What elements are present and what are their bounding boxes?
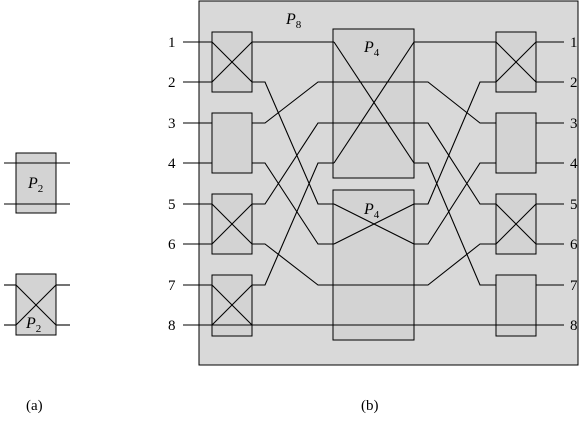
p4-upper-internals bbox=[333, 41, 415, 164]
left-port-numbers: 1 2 3 4 5 6 7 8 bbox=[168, 35, 176, 334]
p4-lower-internals bbox=[333, 203, 496, 326]
caption-a: (a) bbox=[26, 398, 43, 414]
left-number-5: 5 bbox=[168, 197, 176, 213]
left-number-4: 4 bbox=[168, 156, 176, 172]
input-wires bbox=[183, 41, 334, 326]
p2-cross-diagonal-up bbox=[15, 284, 57, 326]
right-switch-crossings bbox=[495, 41, 537, 245]
left-number-6: 6 bbox=[168, 237, 176, 253]
p2-identity-label: P2 bbox=[27, 175, 43, 195]
right-number-7: 7 bbox=[570, 278, 578, 294]
panel-a: P2 P2 (a) bbox=[4, 152, 70, 414]
left-number-1: 1 bbox=[168, 35, 176, 51]
p2-cross-label: P2 bbox=[25, 315, 41, 335]
right-port-numbers: 1 2 3 4 5 6 7 8 bbox=[570, 35, 578, 334]
p2-cross-block: P2 bbox=[4, 273, 70, 336]
p4-to-right-wires bbox=[414, 41, 496, 286]
right-number-1: 1 bbox=[570, 35, 578, 51]
p8-label: P8 bbox=[285, 11, 302, 31]
left-switch-crossings bbox=[211, 41, 253, 326]
p4-lower-box bbox=[332, 189, 415, 341]
left-switch-2 bbox=[211, 112, 253, 174]
right-number-4: 4 bbox=[570, 156, 578, 172]
right-number-5: 5 bbox=[570, 197, 578, 213]
p2-identity-block: P2 bbox=[4, 152, 70, 214]
left-number-8: 8 bbox=[168, 318, 176, 334]
p4-lower-label: P4 bbox=[363, 201, 380, 221]
right-number-3: 3 bbox=[570, 116, 578, 132]
right-switch-2 bbox=[495, 112, 537, 174]
right-switch-4 bbox=[495, 274, 537, 337]
left-number-3: 3 bbox=[168, 116, 176, 132]
right-number-8: 8 bbox=[570, 318, 578, 334]
right-number-2: 2 bbox=[570, 75, 578, 91]
panel-b: P8 bbox=[168, 0, 579, 414]
caption-b: (b) bbox=[361, 398, 379, 414]
output-wires bbox=[496, 41, 564, 326]
right-number-6: 6 bbox=[570, 237, 578, 253]
left-number-2: 2 bbox=[168, 75, 176, 91]
left-to-p4-wires bbox=[252, 41, 334, 286]
left-number-7: 7 bbox=[168, 278, 176, 294]
p4-upper-label: P4 bbox=[363, 39, 380, 59]
